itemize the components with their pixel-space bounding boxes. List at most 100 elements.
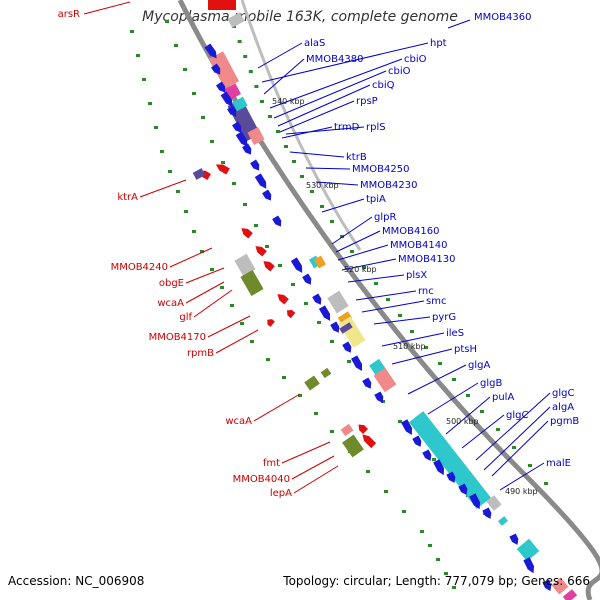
leader-line [461, 414, 505, 449]
gc-dot [220, 286, 224, 289]
gc-dot [183, 68, 187, 71]
gc-dot [466, 394, 470, 397]
gene-label-reverse: wcaA [157, 298, 184, 309]
gc-dot [340, 235, 344, 238]
gene-label-forward: glgB [480, 378, 502, 389]
leader-line [337, 244, 389, 261]
reverse-cds-arrow [208, 0, 236, 10]
gene-label-forward: ktrB [346, 152, 367, 163]
reverse-cds-arrow [358, 424, 369, 435]
forward-cds-arrow [312, 293, 322, 305]
gc-dot [330, 220, 334, 223]
leader-line [499, 462, 545, 491]
reverse-cds-arrow [286, 310, 296, 319]
forward-cds-arrow [542, 579, 552, 591]
gene-label-forward: MMOB4160 [382, 226, 439, 237]
gc-dot [136, 54, 140, 57]
leader-line [289, 151, 345, 158]
gene-label-forward: malE [546, 458, 571, 469]
tick-label: 530 kbp [306, 181, 339, 190]
leader-line [347, 274, 405, 283]
gc-dot [362, 266, 366, 269]
gene-label-reverse: fmt [263, 458, 280, 469]
forward-cds-arrow [227, 105, 237, 117]
forward-cds-arrow [272, 215, 282, 227]
map-title: Mycoplasma mobile 163K, complete genome [142, 9, 458, 25]
gc-dot [130, 30, 134, 33]
gc-dot [432, 458, 436, 461]
cog-block [338, 316, 366, 348]
forward-cds-arrow [232, 121, 242, 133]
leader-line [341, 258, 397, 271]
gc-dot [210, 140, 214, 143]
forward-cds-arrow [422, 449, 432, 461]
inner-arc [240, 0, 362, 251]
gc-dot [240, 322, 244, 325]
accession-text: Accession: NC_006908 [8, 574, 145, 588]
leader-line [281, 441, 331, 464]
cog-block [247, 127, 265, 145]
gc-dot [330, 340, 334, 343]
leader-line [491, 420, 549, 477]
gc-dot [192, 92, 196, 95]
gene-label-forward: ileS [446, 328, 464, 339]
forward-cds-arrow [482, 507, 492, 519]
forward-cds-arrow [433, 459, 445, 476]
gc-dot [317, 321, 321, 324]
gc-dot [243, 55, 248, 58]
forward-cds-arrow [362, 377, 372, 389]
gc-dot [402, 510, 406, 513]
cog-block [234, 253, 256, 277]
gene-label-forward: glgA [468, 360, 490, 371]
gene-label-forward: rnc [418, 286, 434, 297]
cog-block [339, 322, 353, 334]
forward-cds-arrow [342, 341, 352, 353]
leader-line [381, 332, 445, 347]
leader-line [269, 58, 403, 109]
gc-dot [230, 304, 234, 307]
gene-label-reverse: obgE [159, 278, 184, 289]
leader-line [273, 70, 387, 119]
leader-line [139, 179, 187, 198]
gc-dot [544, 482, 548, 485]
reverse-cds-arrow [277, 294, 289, 305]
forward-cds-arrow [401, 419, 413, 436]
leader-line [257, 42, 303, 69]
gc-dot [314, 412, 318, 415]
gc-dot [424, 346, 428, 349]
gene-label-forward: cbiO [388, 66, 411, 77]
leader-line [335, 230, 381, 253]
gene-label-forward: rpsP [356, 96, 378, 107]
leader-line [285, 126, 365, 135]
leader-line [279, 100, 355, 133]
gc-dot [278, 264, 282, 267]
leader-line [193, 289, 233, 318]
gc-dot [436, 558, 440, 561]
forward-cds-arrow [523, 557, 535, 574]
gc-dot [304, 302, 308, 305]
forward-cds-arrow [204, 43, 217, 59]
gc-dot [320, 205, 324, 208]
reverse-cds-arrow [241, 228, 253, 239]
forward-cds-arrow [351, 355, 363, 371]
gc-dot [410, 330, 414, 333]
cog-block [562, 589, 578, 600]
gc-dot [232, 182, 236, 185]
gene-label-reverse: MMOB4170 [149, 332, 206, 343]
gene-label-reverse: rpmB [187, 348, 214, 359]
gc-dot [347, 360, 351, 363]
gene-label-forward: MMOB4230 [360, 180, 417, 191]
tick-label: 490 kbp [505, 487, 538, 496]
gc-dot [168, 170, 172, 173]
gc-dot [176, 190, 180, 193]
gc-dot [298, 394, 302, 397]
cog-block [240, 269, 264, 297]
gc-dot [428, 544, 432, 547]
gene-label-forward: hpt [430, 38, 447, 49]
gene-label-forward: trmD [334, 122, 360, 133]
tick-label: 540 kbp [272, 97, 305, 106]
gc-dot [284, 145, 288, 148]
leader-line [391, 348, 453, 365]
